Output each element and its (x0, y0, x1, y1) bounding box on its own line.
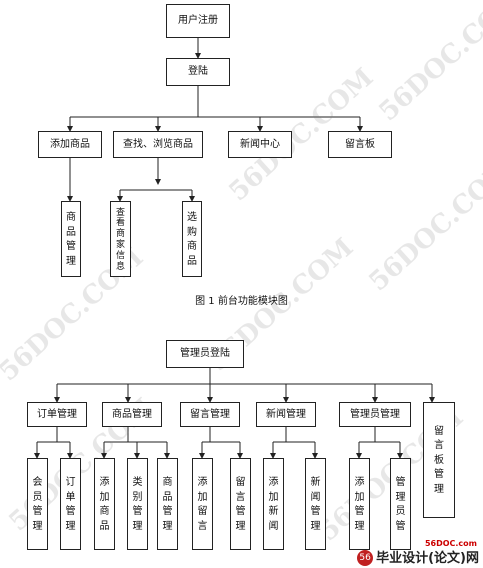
logo-mark-icon: 56 (357, 550, 374, 566)
admin-login-box: 管理员登陆 (166, 340, 244, 368)
leaf-order-manage: 订 单 管 理 (60, 458, 81, 550)
module-news-manage: 新闻管理 (256, 402, 316, 427)
module-message-board: 留言板 (328, 131, 392, 158)
module-add-goods: 添加商品 (38, 131, 102, 158)
leaf-add-news: 添 加 新 闻 (263, 458, 284, 550)
leaf-add-admin: 添 加 管 理 (349, 458, 370, 550)
module-msgboard-manage: 留 言 板 管 理 (423, 402, 455, 518)
figure-caption: 图 1 前台功能模块图 (195, 296, 288, 307)
user-register-box: 用户注册 (166, 4, 230, 38)
module-goods-manage: 商品管理 (102, 402, 162, 427)
leaf-admin-manage: 管 理 员 管 (390, 458, 411, 550)
leaf-add-message: 添 加 留 言 (192, 458, 213, 550)
logo-site-text: 56DOC.com (424, 539, 477, 548)
module-search-goods: 查找、浏览商品 (113, 131, 203, 158)
logo-main-text: 毕业设计(论文)网 (376, 551, 479, 566)
leaf-news-manage: 新 闻 管 理 (305, 458, 326, 550)
leaf-add-goods: 添 加 商 品 (94, 458, 115, 550)
module-message-manage: 留言管理 (180, 402, 240, 427)
login-box: 登陆 (166, 58, 230, 86)
sub-goods-manage: 商 品 管 理 (61, 201, 81, 277)
site-logo: 56 毕业设计(论文)网 (357, 547, 479, 566)
sub-buy-goods: 选 购 商 品 (182, 201, 202, 277)
leaf-message-manage: 留 言 管 理 (230, 458, 251, 550)
leaf-category-manage: 类 别 管 理 (127, 458, 148, 550)
leaf-member-manage: 会 员 管 理 (27, 458, 48, 550)
sub-view-merchant: 查 看 商 家 信 息 (110, 201, 131, 277)
leaf-goods-manage: 商 品 管 理 (157, 458, 178, 550)
module-admin-manage: 管理员管理 (339, 402, 411, 427)
module-order-manage: 订单管理 (27, 402, 87, 427)
module-news-center: 新闻中心 (228, 131, 292, 158)
